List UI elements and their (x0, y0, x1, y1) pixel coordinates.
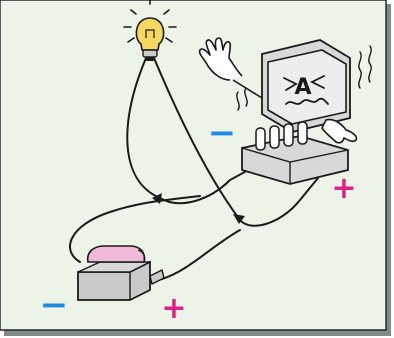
terminal-negative-mark: − (208, 113, 237, 153)
left-hand (198, 37, 263, 99)
screen-face (283, 75, 329, 105)
light-bulb-icon (123, 0, 177, 61)
battery-negative-mark: − (40, 285, 69, 325)
computer-character-icon: A (198, 37, 372, 185)
wire-bulb-right (153, 57, 319, 227)
wire-arrows (152, 193, 245, 224)
terminal-posts (255, 121, 308, 151)
right-hand (321, 118, 358, 144)
terminal-positive-mark: + (331, 171, 356, 206)
battery-positive-mark: + (161, 291, 186, 326)
screen-letter: A (294, 75, 311, 100)
stress-lines (236, 45, 372, 111)
battery-icon (77, 245, 165, 301)
wire-bulb-left (126, 57, 253, 205)
arrow-icon (152, 193, 162, 204)
wire-battery-left (69, 195, 201, 263)
arrow-icon (233, 214, 245, 224)
